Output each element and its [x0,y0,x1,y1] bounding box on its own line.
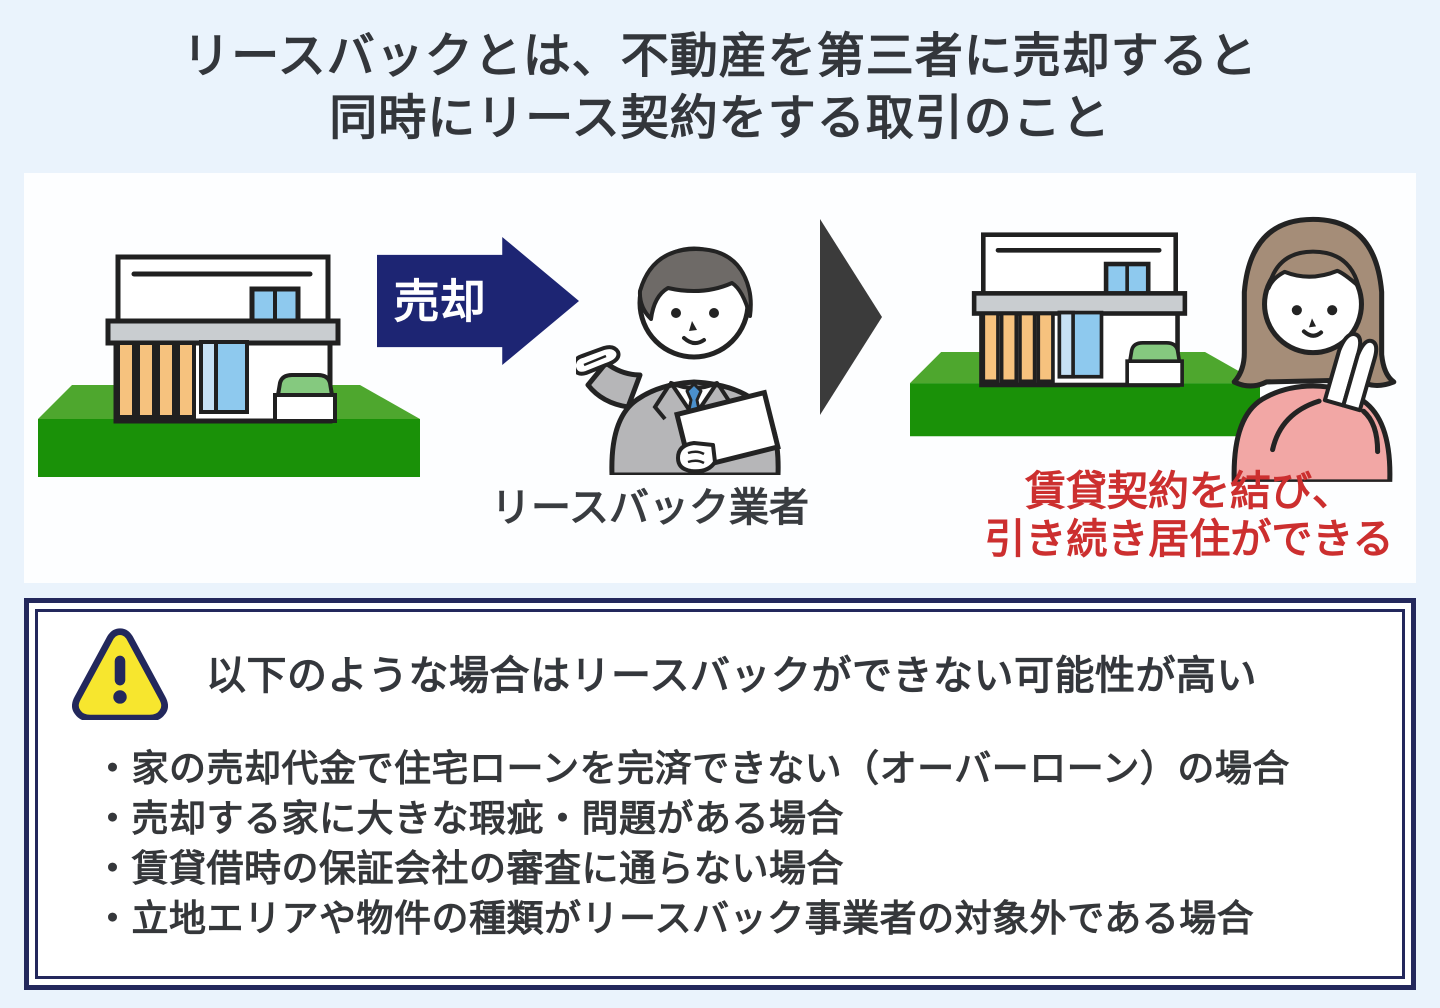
agent-icon [576,207,806,475]
warning-list: ・家の売却代金で住宅ローンを完済できない（オーバーローン）の場合 ・売却する家に… [94,744,1402,944]
title-line-2: 同時にリース契約をする取引のこと [329,92,1111,145]
agent-label: リースバック業者 [491,486,809,530]
result-caption-line-1: 賃貸契約を結び、 [1025,468,1353,514]
warning-item: ・立地エリアや物件の種類がリースバック事業者の対象外である場合 [94,898,1255,939]
forward-arrow-icon [820,219,882,415]
sale-arrow: 売却 [377,237,579,365]
warning-item: ・賃貸借時の保証会社の審査に通らない場合 [94,848,844,889]
warning-item: ・売却する家に大きな瑕疵・問題がある場合 [94,798,844,839]
warning-triangle-icon [72,628,168,720]
sale-arrow-label: 売却 [393,275,486,328]
resident-icon [1210,193,1416,482]
result-caption: 賃貸契約を結び、 引き続き居住ができる [954,467,1424,563]
warning-item: ・家の売却代金で住宅ローンを完済できない（オーバーローン）の場合 [94,748,1290,789]
warning-header: 以下のような場合はリースバックができない可能性が高い [38,612,1402,720]
house-icon [38,229,420,481]
warning-box: 以下のような場合はリースバックができない可能性が高い ・家の売却代金で住宅ローン… [24,598,1416,990]
warning-heading: 以下のような場合はリースバックができない可能性が高い [206,654,1257,698]
result-caption-line-2: 引き続き居住ができる [984,516,1394,562]
title-line-1: リースバックとは、不動産を第三者に売却すると [182,30,1258,83]
page-title: リースバックとは、不動産を第三者に売却すると 同時にリース契約をする取引のこと [0,26,1440,150]
diagram-panel: 売却 リースバック業者 賃貸契約を結び、 引き続き居住ができる [24,173,1416,583]
house-icon [910,209,1260,440]
warning-box-inner: 以下のような場合はリースバックができない可能性が高い ・家の売却代金で住宅ローン… [35,609,1405,979]
